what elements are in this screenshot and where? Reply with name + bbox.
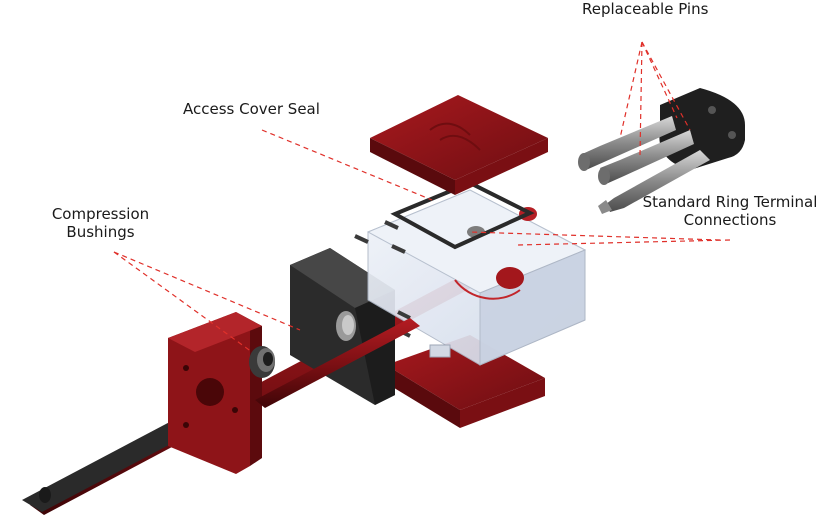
rod-foreground bbox=[255, 318, 420, 408]
label-ring-line1: Standard Ring Terminal bbox=[642, 193, 818, 211]
replaceable-pin-3 bbox=[598, 150, 710, 214]
leader-pins-4 bbox=[641, 41, 691, 131]
leader-bushing-1 bbox=[113, 251, 253, 353]
label-replaceable-pins: Replaceable Pins bbox=[582, 0, 709, 18]
leader-pins-2 bbox=[639, 41, 643, 156]
replaceable-pin-1 bbox=[578, 116, 676, 171]
mounting-flange bbox=[168, 312, 262, 474]
leader-bushing-2 bbox=[113, 251, 301, 331]
label-standard-ring-terminal: Standard Ring Terminal Connections bbox=[640, 193, 820, 229]
leader-ring-1 bbox=[469, 231, 721, 241]
label-ring-line2: Connections bbox=[683, 211, 777, 229]
compression-bushing-1 bbox=[249, 346, 275, 378]
label-compression-bushings: Compression Bushings bbox=[48, 205, 153, 241]
top-cover-plate bbox=[370, 95, 548, 195]
leader-seal bbox=[261, 129, 433, 201]
label-compression-line1: Compression bbox=[51, 205, 150, 223]
bottom-cover-plate bbox=[386, 335, 545, 428]
access-cover-seal bbox=[390, 180, 535, 250]
leader-lines bbox=[113, 41, 731, 353]
replaceable-pin-2 bbox=[598, 130, 694, 185]
leader-pins-3 bbox=[641, 41, 678, 119]
label-access-cover-seal: Access Cover Seal bbox=[183, 100, 320, 118]
leader-pins-1 bbox=[619, 41, 643, 139]
label-compression-line2: Bushings bbox=[66, 223, 135, 241]
